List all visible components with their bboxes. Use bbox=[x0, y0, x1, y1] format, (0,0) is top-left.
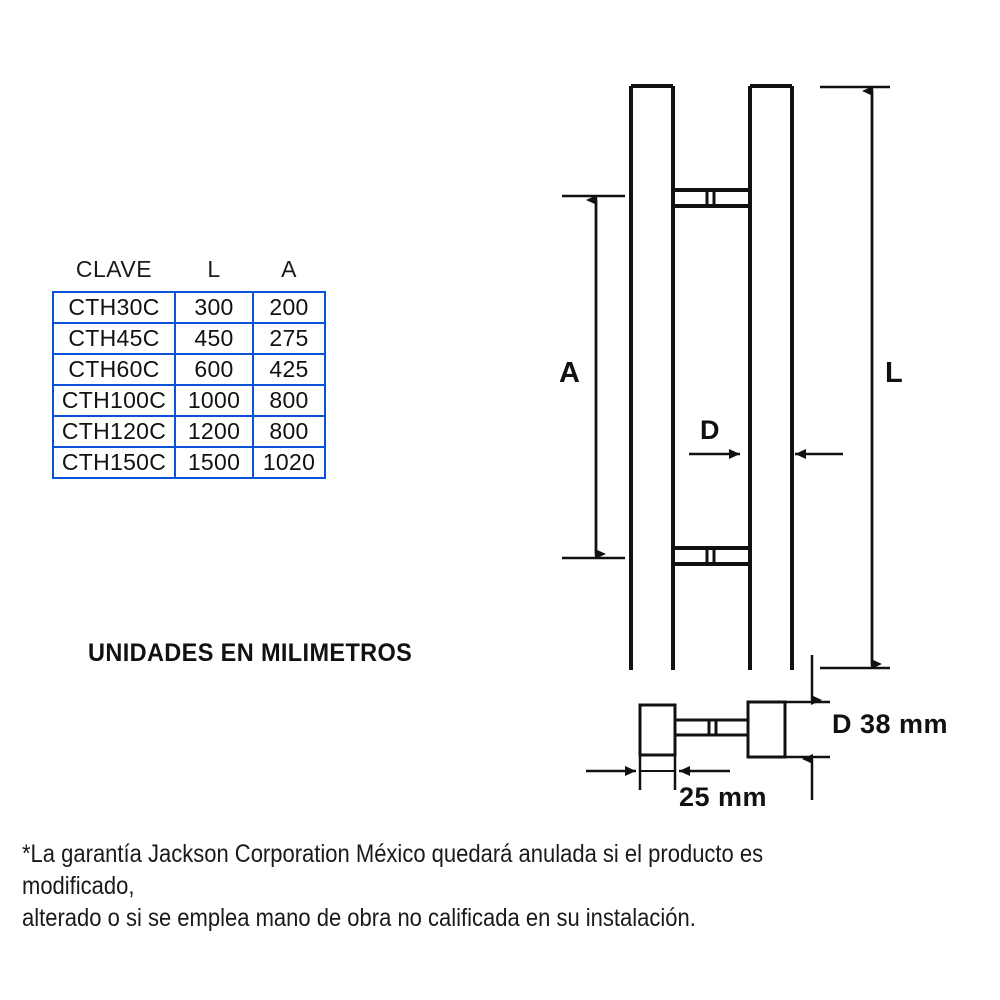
cell-clave: CTH45C bbox=[52, 322, 176, 355]
dimension-label-l: L bbox=[885, 357, 903, 389]
cell-l: 1000 bbox=[174, 384, 254, 417]
column-header-a: A bbox=[281, 256, 297, 282]
column-header-l: L bbox=[207, 256, 221, 282]
cell-clave: CTH150C bbox=[52, 446, 176, 479]
dimension-d-38 bbox=[785, 655, 830, 800]
cell-l: 1200 bbox=[174, 415, 254, 448]
spec-table-body: CTH30C 300 200 CTH45C 450 275 CTH60C 600… bbox=[52, 291, 326, 479]
table-row: CTH45C 450 275 bbox=[52, 322, 326, 355]
cell-clave: CTH30C bbox=[52, 291, 176, 324]
table-header-row: CLAVE L A bbox=[53, 256, 325, 292]
cell-a: 1020 bbox=[252, 446, 326, 479]
table-row: CTH30C 300 200 bbox=[52, 291, 326, 324]
table-row: CTH60C 600 425 bbox=[52, 353, 326, 386]
table-row: CTH150C 1500 1020 bbox=[52, 446, 326, 479]
spec-table: CLAVE L A CTH30C 300 200 CTH45C 450 275 … bbox=[52, 256, 326, 479]
lower-standoff bbox=[671, 546, 752, 566]
bottom-detail-view bbox=[638, 700, 787, 759]
dimension-label-width: 25 mm bbox=[679, 782, 768, 812]
spec-table-head: CLAVE L A bbox=[53, 256, 325, 292]
cell-a: 800 bbox=[252, 415, 326, 448]
dimension-label-d-value: D 38 mm bbox=[832, 709, 949, 739]
dimension-label-d: D bbox=[700, 415, 720, 445]
spec-table-block: CLAVE L A CTH30C 300 200 CTH45C 450 275 … bbox=[52, 256, 326, 479]
cell-l: 450 bbox=[174, 322, 254, 355]
cell-l: 1500 bbox=[174, 446, 254, 479]
column-header-clave: CLAVE bbox=[75, 256, 153, 282]
cell-a: 800 bbox=[252, 384, 326, 417]
handle-left-tube bbox=[629, 84, 675, 670]
table-row: CTH100C 1000 800 bbox=[52, 384, 326, 417]
cell-clave: CTH100C bbox=[52, 384, 176, 417]
upper-standoff bbox=[671, 188, 752, 208]
cell-a: 425 bbox=[252, 353, 326, 386]
cell-a: 275 bbox=[252, 322, 326, 355]
warranty-disclaimer: *La garantía Jackson Corporation México … bbox=[22, 840, 764, 932]
cell-a: 200 bbox=[252, 291, 326, 324]
dimension-a bbox=[562, 194, 625, 560]
cell-l: 300 bbox=[174, 291, 254, 324]
cell-clave: CTH120C bbox=[52, 415, 176, 448]
dimension-25-mm bbox=[586, 755, 730, 790]
handle-right-tube bbox=[748, 84, 794, 670]
cell-clave: CTH60C bbox=[52, 353, 176, 386]
dimension-label-a: A bbox=[559, 357, 580, 389]
table-row: CTH120C 1200 800 bbox=[52, 415, 326, 448]
units-note: UNIDADES EN MILIMETROS bbox=[88, 639, 413, 667]
cell-l: 600 bbox=[174, 353, 254, 386]
dimension-l bbox=[820, 85, 890, 670]
